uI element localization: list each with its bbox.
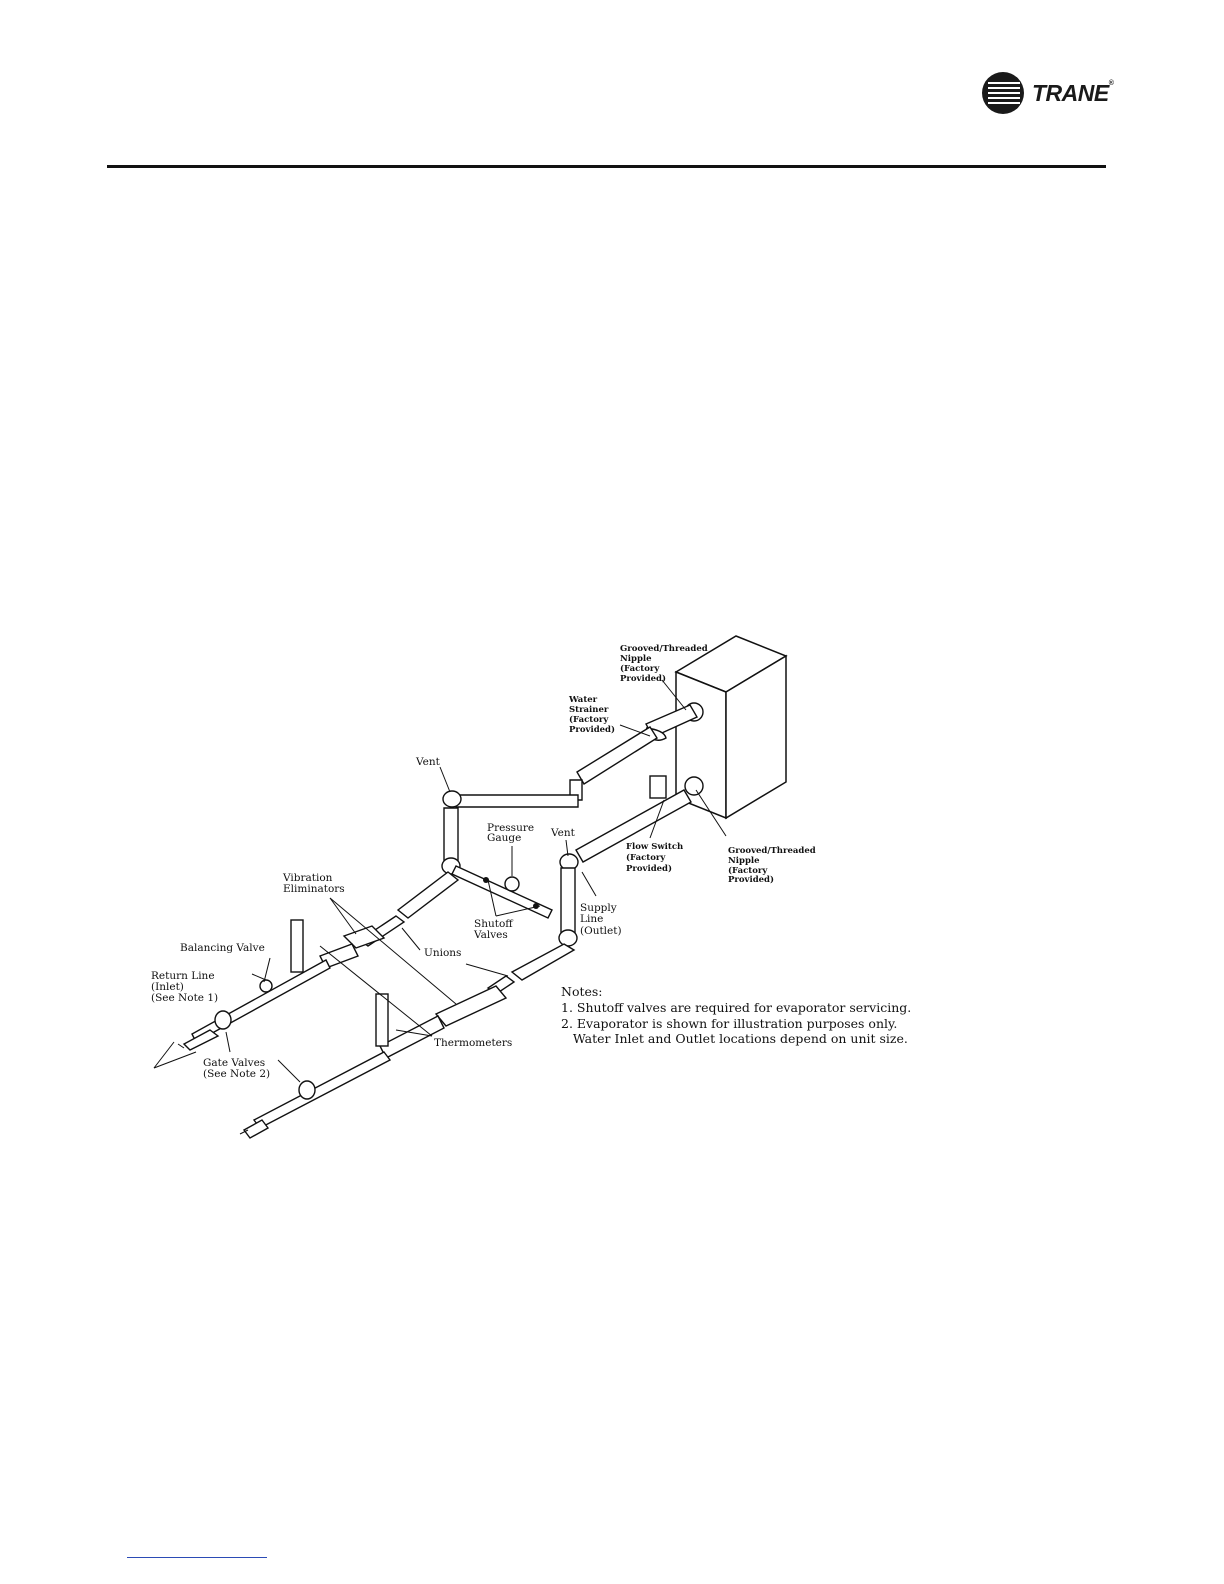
label-strainer-3: (Factory	[569, 714, 609, 725]
label-pressure-gauge-2: Gauge	[487, 832, 521, 844]
trane-logo: TRANE®	[982, 72, 1114, 114]
label-nipple-bottom-1: Grooved/Threaded	[728, 846, 816, 856]
label-supply-2: Line	[580, 913, 603, 925]
label-nipple-top-3: (Factory	[620, 663, 660, 674]
label-return-1: Return Line	[151, 970, 215, 982]
label-shutoff-1: Shutoff	[474, 918, 514, 930]
gate-valve-icon	[298, 1080, 316, 1100]
return-pipe-route	[182, 704, 698, 1051]
label-unions: Unions	[424, 947, 461, 959]
label-nipple-top-1: Grooved/Threaded	[620, 644, 708, 654]
flow-switch-icon	[649, 775, 667, 799]
label-supply-1: Supply	[580, 902, 617, 914]
label-strainer-2: Strainer	[569, 705, 609, 715]
trane-logo-icon	[982, 72, 1024, 114]
label-gate-valves-2: (See Note 2)	[203, 1068, 270, 1080]
label-vent-left: Vent	[415, 756, 441, 768]
label-strainer-4: Provided)	[569, 724, 615, 735]
header-rule	[107, 165, 1106, 168]
label-flow-switch-1: Flow Switch	[626, 842, 683, 852]
leader-lines	[153, 679, 727, 1135]
thermometer-icon	[375, 993, 389, 1047]
gate-valve-icon	[214, 1010, 232, 1030]
brand-name: TRANE®	[1032, 80, 1114, 106]
supply-pipe-route	[242, 775, 692, 1139]
label-gate-valves-1: Gate Valves	[203, 1057, 265, 1069]
label-vibration-1: Vibration	[282, 872, 333, 884]
label-strainer-1: Water	[568, 695, 598, 705]
diagram-labels: Grooved/Threaded Nipple (Factory Provide…	[151, 644, 816, 1080]
note-1: 1. Shutoff valves are required for evapo…	[561, 1000, 911, 1015]
label-balancing-valve: Balancing Valve	[180, 942, 265, 954]
label-nipple-bottom-4: Provided)	[728, 874, 774, 885]
label-shutoff-2: Valves	[473, 929, 508, 941]
footer-link-underline[interactable]	[127, 1557, 267, 1558]
balancing-valve-icon	[251, 973, 267, 981]
vent-left-icon	[442, 790, 462, 808]
notes-block: Notes: 1. Shutoff valves are required fo…	[561, 984, 911, 1046]
note-2: 2. Evaporator is shown for illustration …	[561, 1016, 897, 1031]
notes-heading: Notes:	[561, 984, 603, 999]
label-vent-right: Vent	[550, 827, 576, 839]
label-nipple-bottom-3: (Factory	[728, 865, 768, 876]
label-return-3: (See Note 1)	[151, 992, 218, 1004]
label-flow-switch-3: Provided)	[626, 863, 672, 874]
label-nipple-top-2: Nipple	[620, 654, 652, 664]
label-nipple-top-4: Provided)	[620, 673, 666, 684]
note-3: Water Inlet and Outlet locations depend …	[561, 1031, 908, 1046]
label-thermometers: Thermometers	[434, 1037, 512, 1049]
label-flow-switch-2: (Factory	[626, 852, 666, 863]
pressure-gauge-icon	[504, 876, 520, 892]
label-return-2: (Inlet)	[151, 981, 184, 993]
label-supply-3: (Outlet)	[580, 925, 622, 937]
label-vibration-2: Eliminators	[283, 883, 345, 895]
label-pressure-gauge-1: Pressure	[487, 822, 534, 834]
evaporator-box	[674, 635, 788, 820]
bypass-line	[451, 865, 553, 919]
thermometer-icon	[290, 919, 304, 973]
label-nipple-bottom-2: Nipple	[728, 856, 760, 866]
